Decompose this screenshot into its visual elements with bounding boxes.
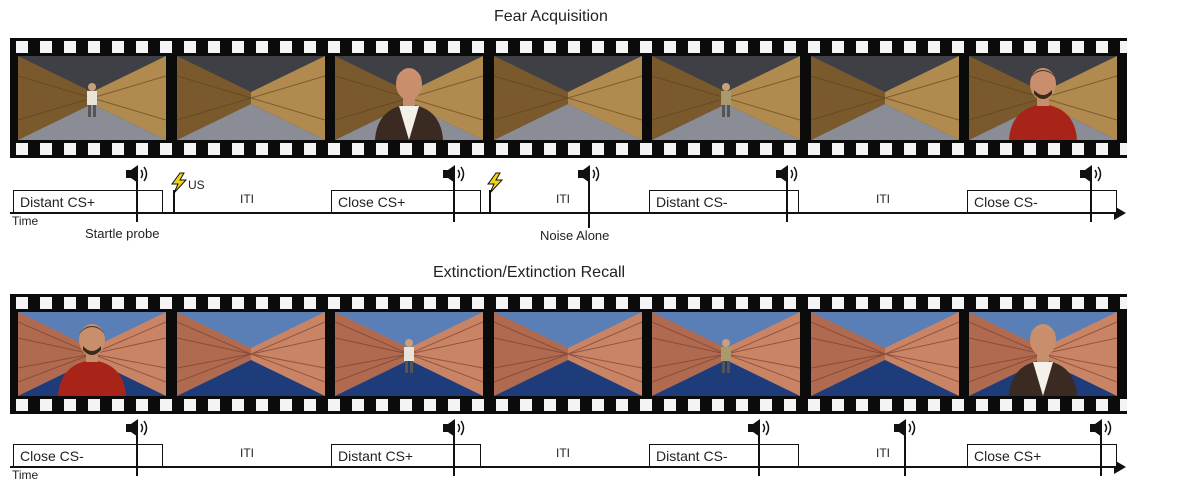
avatar-figure	[716, 82, 736, 118]
film-frame	[811, 56, 959, 140]
panel-title-extinction: Extinction/Extinction Recall	[433, 264, 625, 282]
film-frame	[494, 312, 642, 396]
film-frame	[177, 56, 325, 140]
trial-label: Distant CS+	[20, 194, 95, 210]
iti-label: ITI	[240, 446, 254, 460]
trial-label: Close CS+	[338, 194, 405, 210]
virtual-corridor-scene	[811, 56, 959, 140]
trial-label: Distant CS-	[656, 448, 728, 464]
speaker-icon	[774, 164, 802, 184]
time-axis	[10, 466, 1118, 468]
virtual-corridor-scene	[177, 312, 325, 396]
timeline-fear-acquisition: Distant CS+ Close CS+ Distant CS- Close …	[10, 164, 1140, 234]
trial-box-close-cs-minus: Close CS-	[967, 190, 1117, 212]
film-frame	[969, 312, 1117, 396]
trial-label: Close CS-	[20, 448, 84, 464]
speaker-icon	[124, 164, 152, 184]
trial-label: Distant CS+	[338, 448, 413, 464]
trial-box-distant-cs-plus: Distant CS+	[13, 190, 163, 212]
trial-box-distant-cs-plus: Distant CS+	[331, 444, 481, 466]
speaker-icon	[441, 164, 469, 184]
film-frame	[18, 56, 166, 140]
speaker-icon	[124, 418, 152, 438]
iti-label: ITI	[240, 192, 254, 206]
avatar-figure	[399, 338, 419, 374]
panel-title-fear-acquisition: Fear Acquisition	[494, 8, 608, 26]
iti-label: ITI	[876, 192, 890, 206]
avatar-figure	[52, 318, 132, 396]
speaker-icon	[1078, 164, 1106, 184]
speaker-icon	[1088, 418, 1116, 438]
trial-box-distant-cs-minus: Distant CS-	[649, 444, 799, 466]
avatar-figure	[1003, 62, 1083, 140]
speaker-icon	[441, 418, 469, 438]
trial-label: Close CS+	[974, 448, 1041, 464]
film-perforations-bottom	[10, 143, 1127, 155]
time-axis	[10, 212, 1118, 214]
film-frame	[811, 312, 959, 396]
us-line	[489, 190, 491, 212]
lightning-bolt-icon	[168, 172, 190, 194]
noise-alone-label: Noise Alone	[540, 228, 609, 243]
time-label: Time	[12, 214, 38, 228]
iti-label: ITI	[556, 446, 570, 460]
virtual-corridor-scene	[177, 56, 325, 140]
film-frame	[177, 312, 325, 396]
virtual-corridor-scene	[494, 312, 642, 396]
film-frame	[18, 312, 166, 396]
film-frame	[652, 56, 800, 140]
film-strip-extinction	[10, 294, 1127, 414]
trial-box-close-cs-plus: Close CS+	[331, 190, 481, 212]
trial-label: Distant CS-	[656, 194, 728, 210]
trial-box-distant-cs-minus: Distant CS-	[649, 190, 799, 212]
film-strip-fear-acquisition	[10, 38, 1127, 158]
trial-label: Close CS-	[974, 194, 1038, 210]
startle-probe-label: Startle probe	[85, 226, 159, 241]
film-frame	[335, 56, 483, 140]
speaker-icon	[746, 418, 774, 438]
lightning-bolt-icon	[484, 172, 506, 194]
film-frame	[969, 56, 1117, 140]
avatar-figure	[716, 338, 736, 374]
film-frame	[335, 312, 483, 396]
avatar-figure	[369, 62, 449, 140]
trial-box-close-cs-plus: Close CS+	[967, 444, 1117, 466]
trial-box-close-cs-minus: Close CS-	[13, 444, 163, 466]
avatar-figure	[1003, 318, 1083, 396]
avatar-figure	[82, 82, 102, 118]
iti-label: ITI	[556, 192, 570, 206]
film-frame	[652, 312, 800, 396]
film-perforations-top	[10, 41, 1127, 53]
us-label: US	[188, 178, 205, 192]
virtual-corridor-scene	[494, 56, 642, 140]
speaker-icon	[576, 164, 604, 184]
film-perforations-bottom	[10, 399, 1127, 411]
iti-label: ITI	[876, 446, 890, 460]
virtual-corridor-scene	[811, 312, 959, 396]
timeline-extinction: Close CS- Distant CS+ Distant CS- Close …	[10, 418, 1140, 488]
time-label: Time	[12, 468, 38, 482]
film-frame	[494, 56, 642, 140]
us-line	[173, 190, 175, 212]
film-perforations-top	[10, 297, 1127, 309]
speaker-icon	[892, 418, 920, 438]
